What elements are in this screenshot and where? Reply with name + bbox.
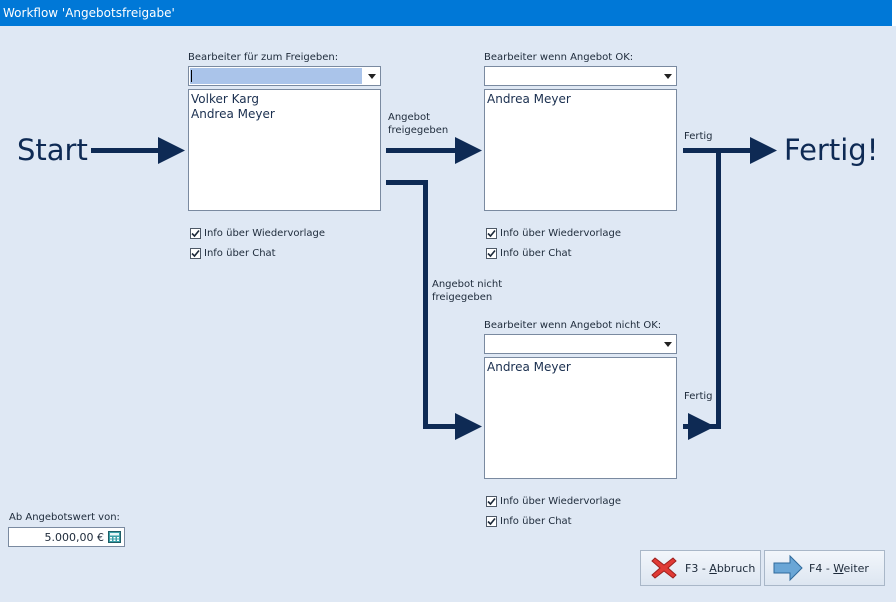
ok-handlers-combo[interactable] <box>484 66 677 86</box>
not-approved-arrow-head <box>455 413 482 440</box>
list-item[interactable]: Volker Karg <box>191 92 259 106</box>
approved-arrow-head <box>455 137 482 164</box>
checkbox-checked-icon[interactable] <box>190 228 201 239</box>
flow-arrows <box>91 137 777 440</box>
start-arrow-shaft <box>91 148 161 153</box>
close-icon <box>651 557 677 579</box>
not-ok-resubmission-checkbox[interactable]: Info über Wiedervorlage <box>486 496 621 507</box>
checkbox-label: Info über Wiedervorlage <box>204 228 325 239</box>
list-item[interactable]: Andrea Meyer <box>487 92 571 106</box>
arrow-right-icon <box>773 554 803 582</box>
done-join-vertical <box>716 150 721 429</box>
not-ok-handlers-combo-dropdown-button[interactable] <box>659 335 676 353</box>
next-accel: W <box>833 561 844 575</box>
approvers-list[interactable]: Volker Karg Andrea Meyer <box>188 89 381 211</box>
checkbox-checked-icon[interactable] <box>486 516 497 527</box>
cancel-button[interactable]: F3 - Abbruch <box>640 550 761 586</box>
chevron-down-icon <box>663 341 672 347</box>
approvers-chat-checkbox[interactable]: Info über Chat <box>190 248 276 259</box>
checkbox-checked-icon[interactable] <box>486 248 497 259</box>
start-label: Start <box>17 133 88 167</box>
title-bar: Workflow 'Angebotsfreigabe' <box>0 0 896 26</box>
not-ok-handlers-label: Bearbeiter wenn Angebot nicht OK: <box>484 320 662 331</box>
checkbox-checked-icon[interactable] <box>190 248 201 259</box>
not-ok-done-head <box>688 413 715 440</box>
checkbox-checked-icon[interactable] <box>486 496 497 507</box>
list-item[interactable]: Andrea Meyer <box>191 107 275 121</box>
threshold-value: 5.000,00 € <box>44 531 104 544</box>
approvers-resubmission-checkbox[interactable]: Info über Wiedervorlage <box>190 228 325 239</box>
list-item[interactable]: Andrea Meyer <box>487 360 571 374</box>
cancel-button-label: F3 - Abbruch <box>685 562 755 575</box>
approvers-label: Bearbeiter für zum Freigeben: <box>188 52 339 63</box>
chevron-down-icon <box>663 73 672 79</box>
next-button-label: F4 - Weiter <box>809 562 869 575</box>
not-ok-handlers-combo-value[interactable] <box>486 336 658 352</box>
approvers-combo-dropdown-button[interactable] <box>363 67 380 85</box>
not-approved-path-bottom <box>423 424 458 429</box>
next-rest: eiter <box>843 561 869 575</box>
text-caret <box>191 70 192 82</box>
title-bar-edge <box>892 0 896 26</box>
checkbox-label: Info über Chat <box>500 248 572 259</box>
window-title: Workflow 'Angebotsfreigabe' <box>3 6 175 20</box>
next-key: F4 - <box>809 561 834 575</box>
threshold-input[interactable]: 5.000,00 € <box>8 527 125 547</box>
not-ok-chat-checkbox[interactable]: Info über Chat <box>486 516 572 527</box>
done-label-top: Fertig <box>684 131 713 142</box>
not-ok-handlers-list[interactable]: Andrea Meyer <box>484 357 677 479</box>
checkbox-label: Info über Chat <box>500 516 572 527</box>
ok-handlers-combo-dropdown-button[interactable] <box>659 67 676 85</box>
checkbox-label: Info über Chat <box>204 248 276 259</box>
ok-handlers-label: Bearbeiter wenn Angebot OK: <box>484 52 634 63</box>
checkbox-label: Info über Wiedervorlage <box>500 496 621 507</box>
done-arrow-head <box>750 137 777 164</box>
chevron-down-icon <box>367 73 376 79</box>
approvers-combo-value[interactable] <box>190 68 362 84</box>
cancel-rest: bbruch <box>716 561 756 575</box>
not-approved-path-vertical <box>423 180 428 429</box>
ok-handlers-combo-value[interactable] <box>486 68 658 84</box>
threshold-label: Ab Angebotswert von: <box>9 512 120 523</box>
checkbox-label: Info über Wiedervorlage <box>500 228 621 239</box>
checkbox-checked-icon[interactable] <box>486 228 497 239</box>
cancel-accel: A <box>709 561 717 575</box>
cancel-key: F3 - <box>685 561 710 575</box>
not-approved-path-top <box>386 180 428 185</box>
approved-label: Angebot freigegeben <box>388 112 449 136</box>
calculator-icon[interactable] <box>108 531 121 543</box>
start-arrow-head <box>158 137 185 164</box>
end-label: Fertig! <box>784 133 879 167</box>
ok-chat-checkbox[interactable]: Info über Chat <box>486 248 572 259</box>
approvers-combo[interactable] <box>188 66 381 86</box>
not-ok-handlers-combo[interactable] <box>484 334 677 354</box>
approved-arrow-shaft <box>386 148 458 153</box>
ok-resubmission-checkbox[interactable]: Info über Wiedervorlage <box>486 228 621 239</box>
ok-handlers-list[interactable]: Andrea Meyer <box>484 89 677 211</box>
next-button[interactable]: F4 - Weiter <box>764 550 885 586</box>
not-approved-label: Angebot nicht freigegeben <box>432 279 503 303</box>
done-label-bottom: Fertig <box>684 391 713 402</box>
